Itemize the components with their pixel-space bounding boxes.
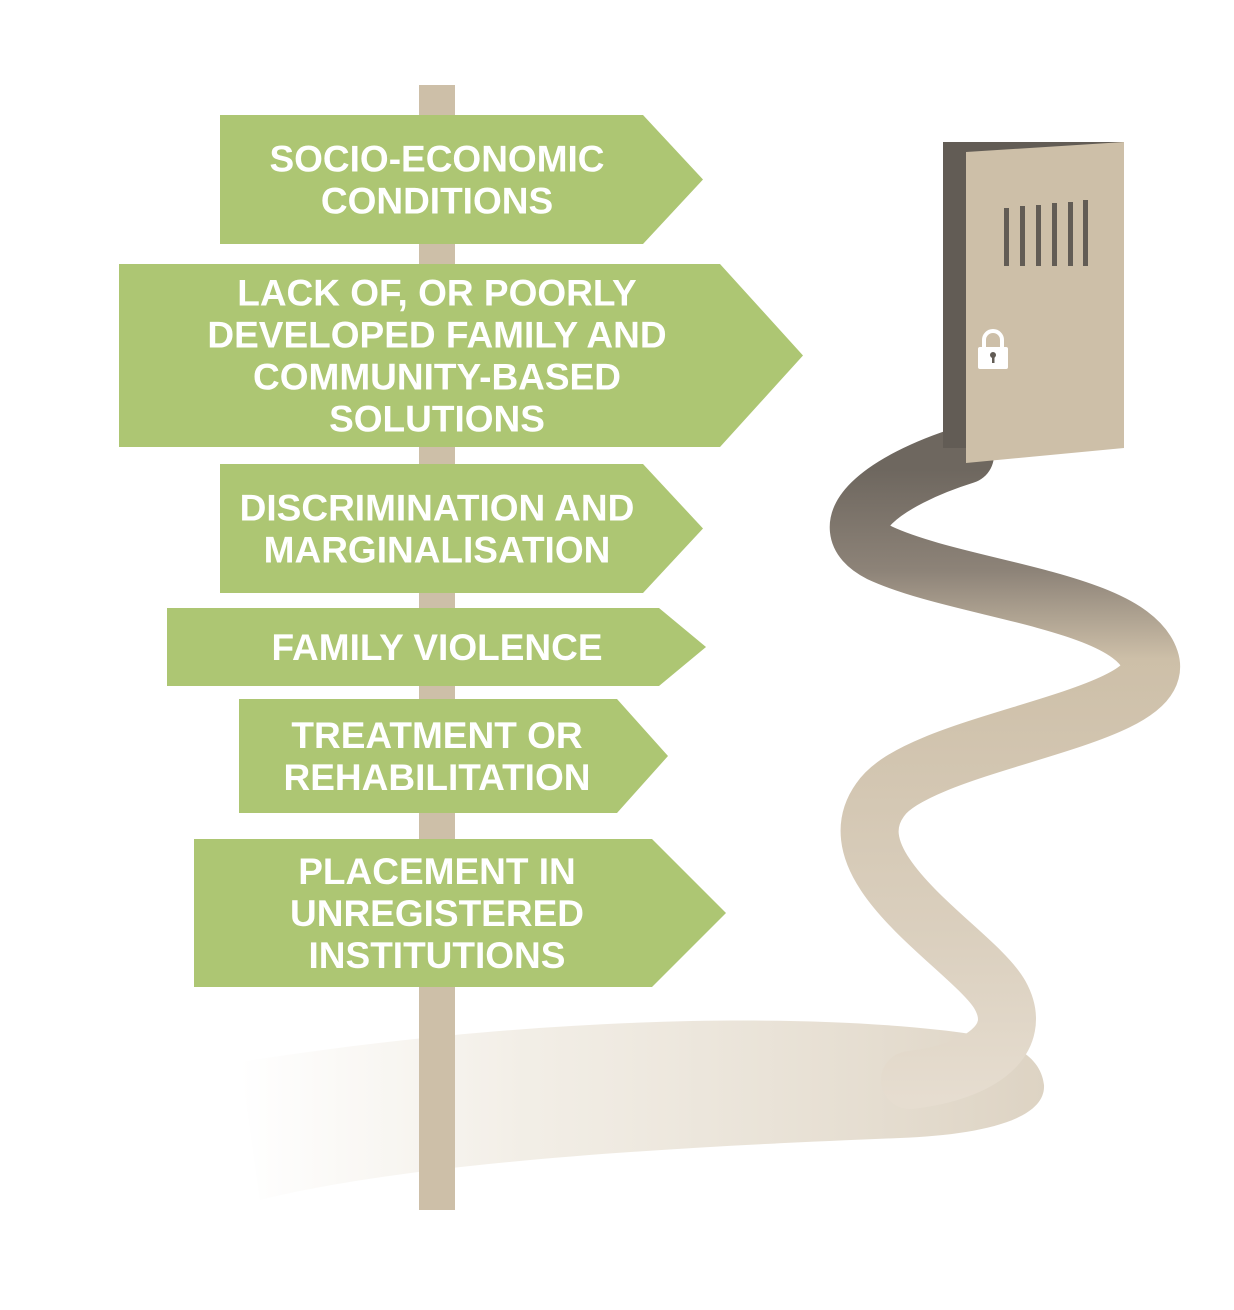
sign-text-line: UNREGISTERED (290, 893, 584, 934)
sign-text-line: SOCIO-ECONOMIC (269, 138, 604, 179)
padlock-icon (978, 329, 1008, 369)
sign-text-line: COMMUNITY-BASED (253, 356, 621, 397)
sign-arrow-shape (167, 608, 706, 686)
sign-text-line: REHABILITATION (284, 757, 591, 798)
door-window-bars (1004, 200, 1088, 266)
door-front (966, 142, 1124, 463)
sign-text-line: INSTITUTIONS (309, 935, 566, 976)
sign-text-line: MARGINALISATION (264, 529, 611, 570)
sign-text-line: LACK OF, OR POORLY (237, 272, 637, 313)
sign-arrow-shape (239, 699, 668, 813)
sign-text-line: SOLUTIONS (329, 398, 545, 439)
sign-text-line: FAMILY VIOLENCE (271, 627, 602, 668)
sign-arrow-shape (220, 464, 703, 593)
sign-text-line: DEVELOPED FAMILY AND (207, 314, 666, 355)
sign-text-line: DISCRIMINATION AND (240, 487, 635, 528)
ground-path (240, 1020, 1045, 1200)
sign-arrow-shape (220, 115, 703, 244)
sign-family-violence: FAMILY VIOLENCE (167, 608, 706, 686)
prison-door-icon (943, 142, 1124, 463)
sign-text-line: CONDITIONS (321, 180, 553, 221)
sign-arrow-shape (119, 264, 803, 447)
sign-arrow-shape (194, 839, 726, 987)
winding-path (830, 426, 1180, 1109)
sign-text-line: PLACEMENT IN (298, 851, 576, 892)
sign-text-line: TREATMENT OR (291, 715, 582, 756)
